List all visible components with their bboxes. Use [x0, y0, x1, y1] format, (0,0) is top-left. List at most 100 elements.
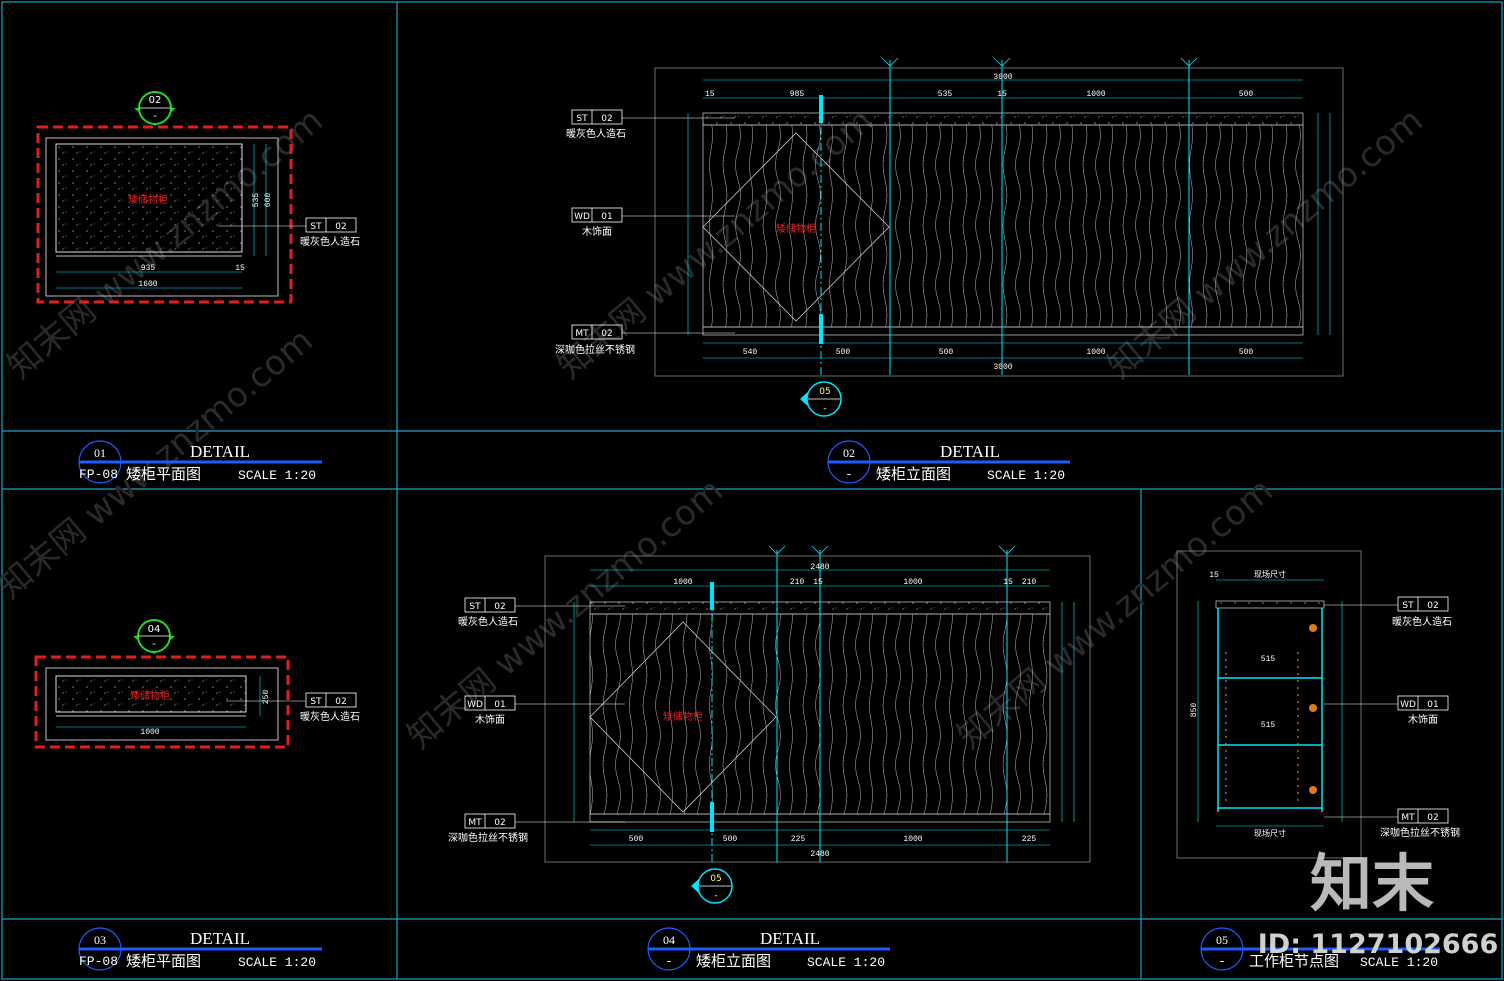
tag-desc: 暖灰色人造石	[1392, 615, 1452, 628]
detail-label: DETAIL	[190, 929, 250, 948]
dim-text: 515	[1261, 655, 1276, 664]
dim-text: 500	[939, 348, 954, 357]
tag-desc: 深咖色拉丝不锈钢	[448, 831, 528, 844]
title-ref: -	[665, 954, 673, 969]
tag-desc: 深咖色拉丝不锈钢	[1380, 826, 1460, 839]
section-marker: 04 -	[133, 619, 175, 654]
tag-number: 02	[494, 602, 505, 612]
tag-number: 02	[601, 114, 612, 124]
dim-text: 15	[1003, 578, 1013, 587]
dim-text: 15	[813, 578, 823, 587]
section-marker: 02 -	[134, 91, 176, 126]
material-tag-st: ST 02 暖灰色人造石	[458, 597, 625, 628]
dim-text: 500	[1239, 90, 1254, 99]
dim-text: 985	[790, 90, 805, 99]
dim-text: 600	[264, 193, 273, 208]
title-block-01: 01 FP-08 DETAIL 矮柜平面图 SCALE 1:20	[78, 440, 322, 484]
dim-text: 850	[1190, 703, 1199, 718]
tag-desc: 木饰面	[582, 225, 612, 238]
title-number: 04	[663, 933, 675, 947]
tag-code: ST	[469, 602, 481, 612]
panel-05-section: 现场尺寸 15 515 515 现场尺寸 850 ST 02 暖灰色人造石 WD…	[1176, 550, 1460, 859]
tag-code: ST	[1402, 601, 1414, 611]
tag-number: 02	[335, 222, 346, 232]
drawing-scale: SCALE 1:20	[1360, 955, 1438, 970]
tag-desc: 暖灰色人造石	[566, 127, 626, 140]
title-block-05: 05 - 工作柜节点图 SCALE 1:20	[1200, 927, 1440, 971]
detail-label: DETAIL	[760, 929, 820, 948]
tag-desc: 暖灰色人造石	[300, 235, 360, 248]
title-block-03: 03 FP-08 DETAIL 矮柜平面图 SCALE 1:20	[78, 927, 322, 971]
stone-top	[55, 143, 243, 253]
panel-02-elevation: 矮储物柜 3000 15 985 535 15	[555, 57, 1344, 417]
dim-text: 225	[1022, 835, 1037, 844]
dim-text: 现场尺寸	[1254, 828, 1286, 838]
panel-03-plan: 矮储物柜 1000 250 04 - ST 02 暖灰色人造石	[34, 619, 360, 749]
tag-number: 02	[494, 818, 505, 828]
tag-number: 02	[1427, 601, 1438, 611]
drawing-title: 矮柜平面图	[126, 465, 201, 483]
tag-desc: 暖灰色人造石	[458, 615, 518, 628]
dim-text: 225	[791, 835, 806, 844]
material-tag-st: ST 02 暖灰色人造石	[1324, 596, 1452, 628]
marker-number: 02	[149, 95, 162, 106]
storage-label: 矮储物柜	[130, 689, 170, 702]
storage-label: 矮储物柜	[776, 222, 816, 235]
brand-id: ID: 1127102666	[1258, 929, 1499, 960]
title-number: 02	[843, 446, 855, 460]
detail-label: DETAIL	[190, 442, 250, 461]
material-tag-mt: MT 02 深咖色拉丝不锈钢	[448, 813, 625, 844]
title-number: 03	[94, 933, 106, 947]
dim-text: 1000	[1086, 90, 1105, 99]
marker-number: 05	[710, 874, 721, 884]
material-tag-wd: WD 01 木饰面	[464, 695, 625, 726]
panel-01-plan: 矮储物柜 935 15 1600 535 600 02 - ST	[36, 91, 360, 304]
dim-text: 2480	[810, 563, 829, 572]
tag-code: WD	[1400, 700, 1416, 710]
tag-number: 02	[601, 329, 612, 339]
section-marker: 05 -	[800, 381, 842, 417]
stone-top	[702, 112, 1304, 126]
dim-text: 500	[629, 835, 644, 844]
dim-text: 210	[790, 578, 805, 587]
material-tag-st: ST 02 暖灰色人造石	[566, 109, 735, 140]
dim-text: 现场尺寸	[1254, 569, 1286, 579]
steel-base	[702, 326, 1304, 336]
tag-code: ST	[576, 114, 588, 124]
drawing-scale: SCALE 1:20	[807, 955, 885, 970]
tag-number: 01	[601, 212, 612, 222]
dim-text: 250	[262, 690, 271, 705]
marker-sub: -	[714, 891, 717, 901]
dim-text: 935	[141, 264, 156, 273]
tag-code: ST	[310, 697, 322, 707]
storage-label: 矮储物柜	[663, 710, 703, 723]
material-tag-mt: MT 02 深咖色拉丝不锈钢	[1324, 808, 1460, 839]
material-tag-wd: WD 01 木饰面	[571, 207, 735, 238]
brand-watermark: 知末 ID: 1127102666	[1258, 847, 1499, 960]
cabinet-outline-plan	[45, 137, 279, 297]
dim-text: 500	[836, 348, 851, 357]
tag-number: 01	[1427, 700, 1438, 710]
marker-number: 04	[148, 624, 161, 635]
drawing-scale: SCALE 1:20	[238, 468, 316, 483]
drawing-title: 矮柜立面图	[696, 952, 771, 970]
dim-text: 2480	[810, 850, 829, 859]
marker-sub: -	[153, 111, 157, 122]
tag-desc: 深咖色拉丝不锈钢	[555, 343, 635, 356]
dim-text: 1000	[1086, 348, 1105, 357]
title-number: 01	[94, 446, 106, 460]
dim-text: 535	[252, 193, 261, 208]
drawing-title: 工作柜节点图	[1249, 952, 1339, 970]
title-block-04: 04 - DETAIL 矮柜立面图 SCALE 1:20	[647, 927, 890, 971]
tag-desc: 木饰面	[1408, 713, 1438, 726]
marker-sub: -	[823, 404, 826, 414]
material-tag-st: ST 02 暖灰色人造石	[218, 217, 360, 248]
tag-code: MT	[1401, 813, 1415, 823]
dim-text: 1000	[903, 578, 922, 587]
dim-text: 1000	[140, 728, 159, 737]
title-number: 05	[1216, 933, 1228, 947]
dim-text: 500	[723, 835, 738, 844]
dim-text: 15	[235, 264, 245, 273]
drawing-scale: SCALE 1:20	[238, 955, 316, 970]
title-block-02: 02 - DETAIL 矮柜立面图 SCALE 1:20	[827, 440, 1070, 484]
